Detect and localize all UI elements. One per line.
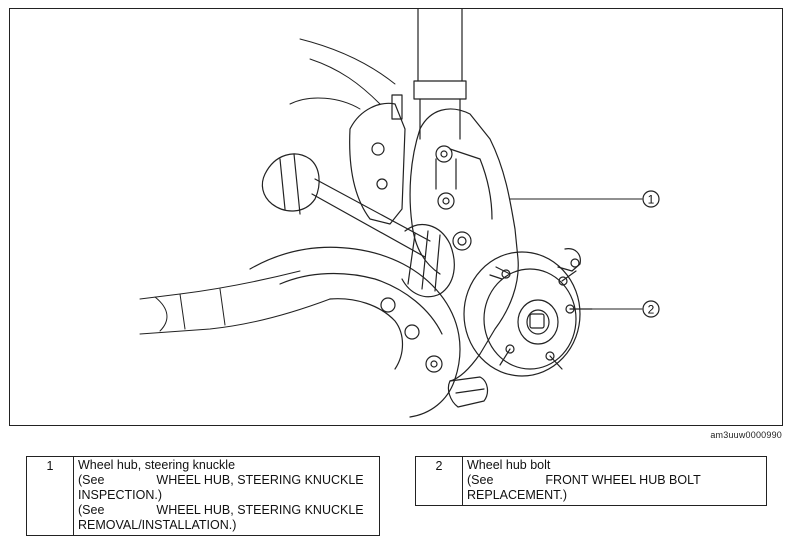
reference-1-cont[interactable]: INSPECTION.) xyxy=(78,488,163,502)
illustration-frame: 1 2 xyxy=(9,8,783,426)
figure-code: am3uuw0000990 xyxy=(710,430,782,440)
see-prefix: (See xyxy=(78,473,105,487)
steering-knuckle xyxy=(409,108,581,382)
lower-arm xyxy=(249,246,489,418)
part-number: 2 xyxy=(415,456,463,506)
callout-circle-2 xyxy=(642,300,660,318)
see-prefix: (See xyxy=(78,503,105,517)
wheel-hub-illustration: 1 2 xyxy=(139,9,660,418)
see-prefix: (See xyxy=(467,473,494,487)
reference-link-1[interactable]: FRONT WHEEL HUB BOLT xyxy=(545,473,701,487)
drive-shaft xyxy=(261,153,455,298)
reference-2: (See WHEEL HUB, STEERING KNUCKLE xyxy=(78,503,375,518)
reference-link-1[interactable]: WHEEL HUB, STEERING KNUCKLE xyxy=(156,473,364,487)
part-name: Wheel hub bolt xyxy=(467,458,551,472)
parts-table-right: 2 Wheel hub bolt (See FRONT WHEEL HUB BOL… xyxy=(415,456,767,506)
chassis-lines xyxy=(139,38,396,335)
callout-circle-1 xyxy=(642,190,660,208)
reference-2-cont[interactable]: REMOVAL/INSTALLATION.) xyxy=(78,518,237,532)
table-row: 2 Wheel hub bolt (See FRONT WHEEL HUB BOL… xyxy=(415,456,767,506)
callout-1-label: 1 xyxy=(648,193,655,207)
strut xyxy=(413,9,467,140)
part-name: Wheel hub, steering knuckle xyxy=(78,458,236,472)
reference-1: (See WHEEL HUB, STEERING KNUCKLE xyxy=(78,473,375,488)
bracket xyxy=(349,94,406,225)
callout-leaders xyxy=(509,198,643,310)
part-number: 1 xyxy=(26,456,74,536)
reference-link-2[interactable]: WHEEL HUB, STEERING KNUCKLE xyxy=(156,503,364,517)
reference-1: (See FRONT WHEEL HUB BOLT xyxy=(467,473,762,488)
wheel-hub xyxy=(463,251,593,377)
callout-2-label: 2 xyxy=(648,303,655,317)
reference-1-cont[interactable]: REPLACEMENT.) xyxy=(467,488,568,502)
